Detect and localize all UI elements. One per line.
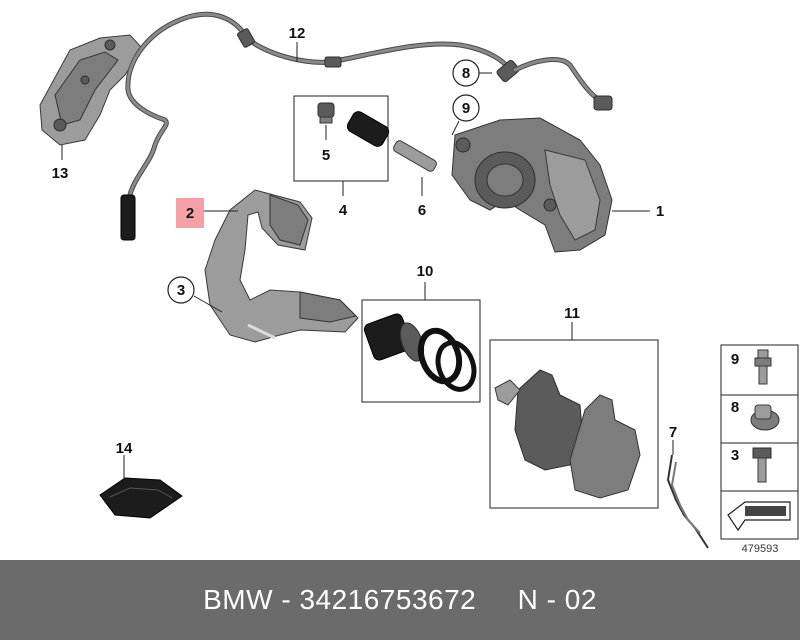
callout-7: 7: [669, 424, 677, 441]
callout-13: 13: [52, 165, 69, 182]
callout-14: 14: [116, 440, 133, 457]
callout-11: 11: [564, 305, 580, 322]
callout-3-circle: 3: [167, 276, 195, 304]
legend-bleeder-valve-icon: [754, 349, 772, 385]
callout-1: 1: [656, 203, 664, 220]
callout-10: 10: [417, 263, 434, 280]
callout-12: 12: [289, 25, 306, 42]
callout-8-circle: 8: [452, 59, 480, 87]
box-part-10: [361, 299, 481, 403]
footer-bar: BMW - 34216753672 N - 02: [0, 560, 800, 640]
footer-text: BMW - 34216753672 N - 02: [203, 584, 597, 616]
leader-9: [451, 120, 460, 136]
footer-part-number: 34216753672: [299, 584, 477, 615]
leader-3: [193, 295, 223, 313]
footer-gap: [476, 584, 517, 615]
callout-4: 4: [339, 202, 348, 219]
legend-dust-cap-icon: [750, 404, 780, 431]
footer-variant: N - 02: [517, 584, 597, 615]
callout-2: 2: [186, 205, 194, 222]
legend-bolt-icon: [752, 447, 772, 483]
callout-3: 3: [177, 282, 185, 299]
box-part-4: [293, 95, 389, 182]
callout-5: 5: [322, 147, 330, 164]
part-11-brake-pads[interactable]: [494, 369, 641, 499]
part-12-wear-sensor[interactable]: [120, 11, 613, 241]
part-13-bracket[interactable]: [39, 34, 143, 146]
part-1-brake-caliper[interactable]: [451, 117, 613, 253]
callout-8: 8: [462, 65, 470, 82]
part-2-caliper-carrier[interactable]: [204, 189, 359, 343]
legend-row-arrow: [720, 490, 799, 540]
part-7-spring[interactable]: [666, 454, 709, 549]
callout-2-highlight: [176, 198, 204, 228]
part-4-guide-sleeve[interactable]: [345, 109, 391, 148]
footer-brand: BMW: [203, 584, 274, 615]
callout-6: 6: [418, 202, 426, 219]
legend-label-3: 3: [731, 447, 739, 464]
footer-separator: -: [273, 584, 300, 615]
box-part-11: [489, 339, 659, 509]
part-5-bolt-cap[interactable]: [317, 102, 335, 124]
callout-9: 9: [462, 100, 470, 117]
part-14-grease-packet[interactable]: [99, 477, 183, 519]
legend-arrow-icon: [727, 501, 791, 532]
parts-diagram: 13 12 5 4 6 1 8: [39, 11, 799, 555]
legend-label-8: 8: [731, 399, 739, 416]
part-6-guide-pin[interactable]: [392, 139, 438, 172]
image-number: 479593: [742, 543, 779, 555]
callout-9-circle: 9: [452, 94, 480, 122]
legend-panel: 9 8 3: [720, 344, 799, 540]
legend-label-9: 9: [731, 351, 739, 368]
part-10-piston-seal[interactable]: [363, 312, 480, 394]
